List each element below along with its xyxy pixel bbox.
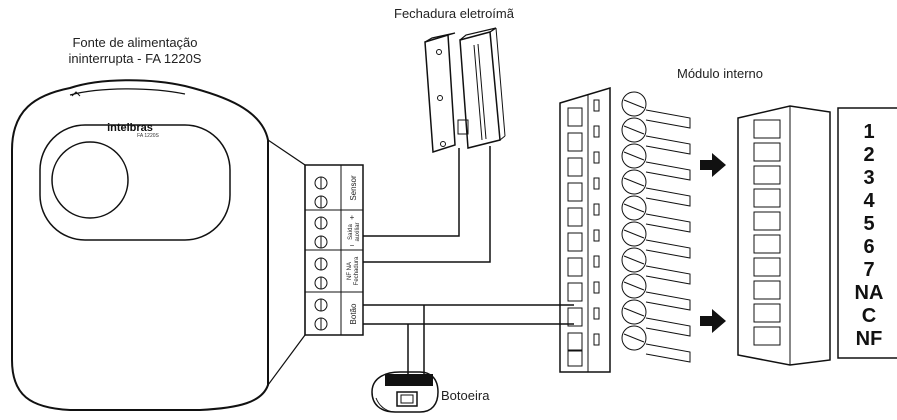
pin-label: 6 bbox=[863, 236, 874, 258]
pin-label: NF bbox=[856, 328, 883, 350]
pin-labels: 1 2 3 4 5 6 7 NA C NF bbox=[855, 121, 884, 350]
pin-label: 2 bbox=[863, 144, 874, 166]
arrow-right-icon bbox=[700, 309, 726, 333]
pin-label: 4 bbox=[863, 190, 875, 212]
wires bbox=[363, 146, 574, 376]
terminal-label-fechadura: Fechadura bbox=[354, 256, 360, 285]
power-supply-label-line1: Fonte de alimentação bbox=[72, 35, 197, 50]
button-label: Botoeira bbox=[441, 388, 490, 403]
pin-label: 7 bbox=[863, 259, 874, 281]
lock-label: Fechadura eletroímã bbox=[394, 6, 515, 21]
arrow-right-icon bbox=[700, 153, 726, 177]
terminal-label-aux: auxiliar bbox=[355, 222, 361, 241]
terminal-label-botao: Botão bbox=[349, 303, 358, 324]
internal-module-connector bbox=[559, 86, 691, 373]
connector-screws bbox=[593, 91, 647, 351]
pin-label: C bbox=[862, 305, 876, 327]
terminal-label-saida: Saída bbox=[348, 224, 354, 240]
brand-logo: intelbras bbox=[107, 122, 153, 134]
front-panel bbox=[39, 124, 231, 241]
push-button bbox=[371, 371, 439, 413]
module-header bbox=[737, 105, 831, 366]
terminal-label-sensor: Sensor bbox=[349, 175, 358, 201]
power-supply: intelbras FA 1220S bbox=[11, 79, 306, 411]
power-supply-terminal-block: Sensor Saída auxiliar + − NF NA Fechadur… bbox=[304, 164, 364, 336]
terminal-label-fechadura-sub: NF NA bbox=[347, 262, 353, 280]
internal-module-label: Módulo interno bbox=[677, 66, 763, 81]
connector-cells bbox=[567, 107, 583, 367]
pin-label: 3 bbox=[863, 167, 874, 189]
model-mark: FA 1220S bbox=[137, 133, 159, 139]
pin-label: 5 bbox=[863, 213, 874, 235]
pin-label: 1 bbox=[863, 121, 874, 143]
terminal-screws bbox=[314, 176, 328, 331]
status-lens bbox=[51, 141, 129, 219]
pin-list-box bbox=[837, 107, 897, 359]
pin-label: NA bbox=[855, 282, 884, 304]
terminal-label-plus: + bbox=[350, 213, 355, 222]
power-supply-label-line2: ininterrupta - FA 1220S bbox=[69, 51, 202, 66]
connector-teeth bbox=[645, 109, 691, 363]
terminal-label-minus: − bbox=[350, 241, 355, 250]
electromagnetic-lock bbox=[424, 27, 506, 154]
